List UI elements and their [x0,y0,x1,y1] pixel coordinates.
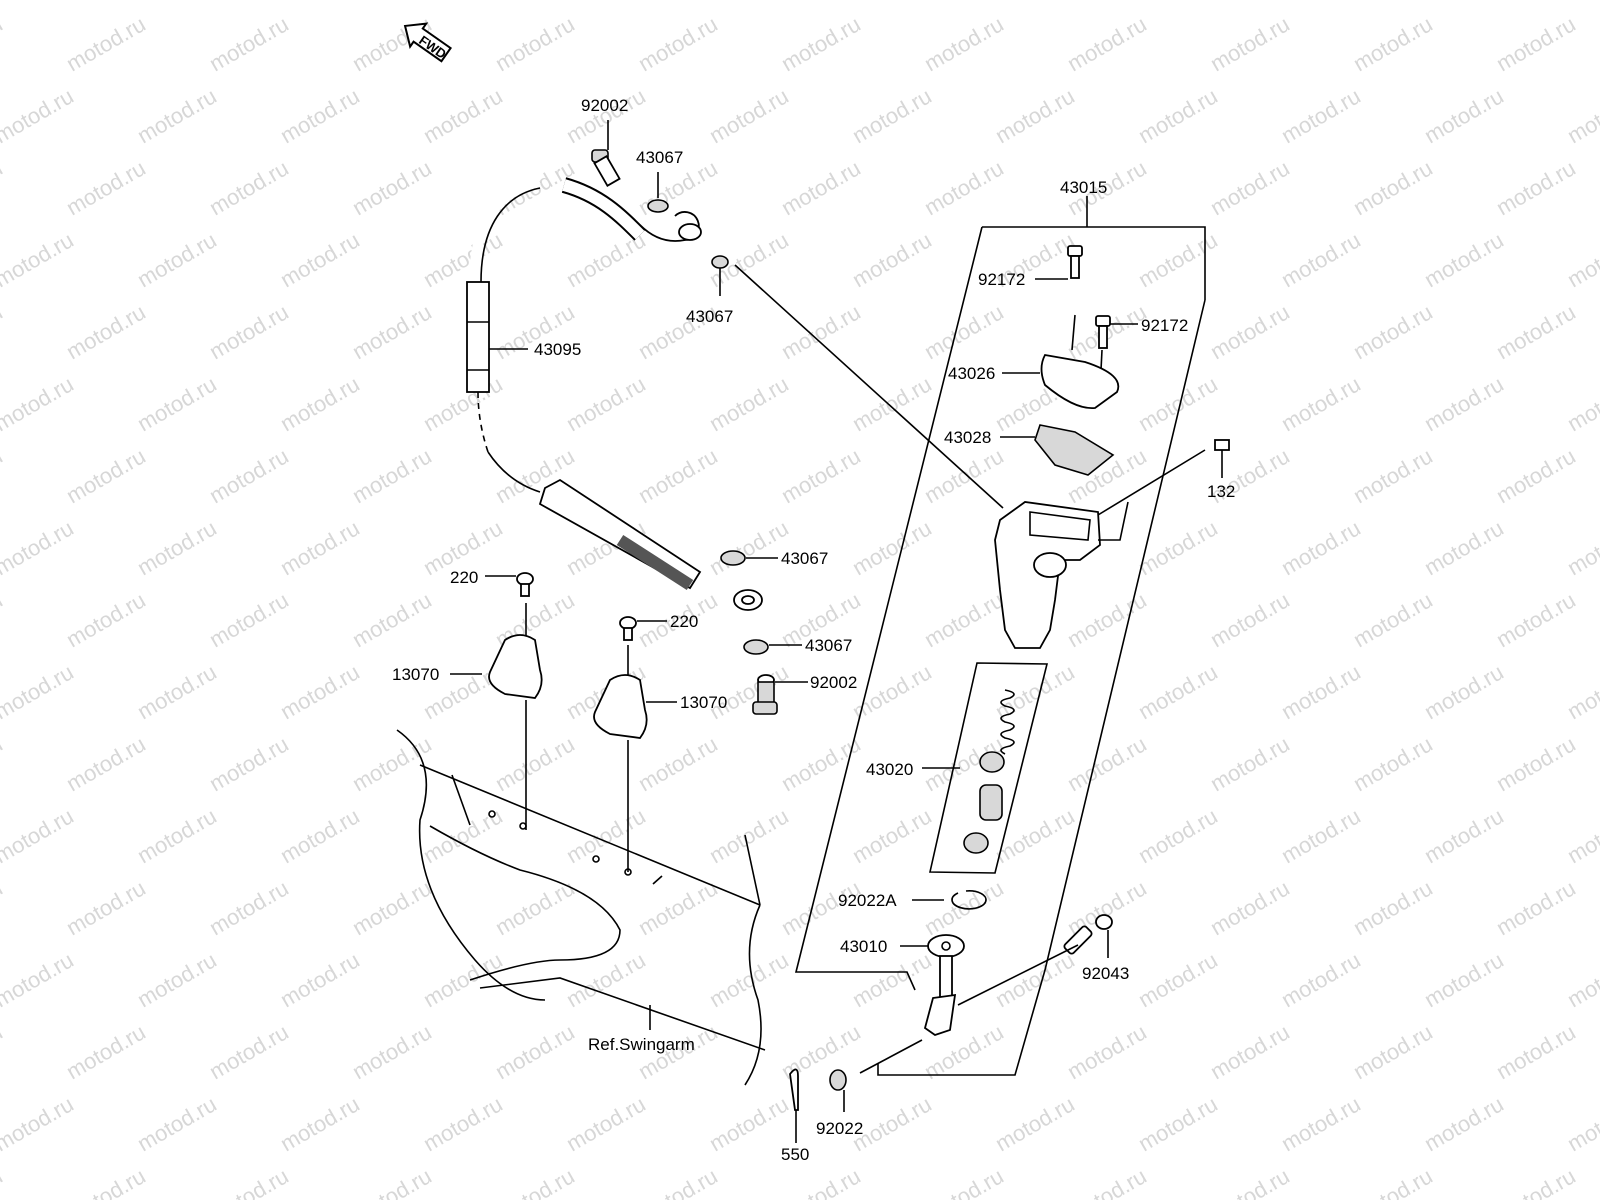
cotter-pin-550 [789,1068,799,1111]
screw-220-b [619,616,637,641]
clamp-13070-a [488,634,543,699]
callout-132: 132 [1207,482,1235,501]
washer-43067-top [647,199,669,213]
clamp-13070-b [593,674,648,739]
pin-92043 [1063,914,1113,955]
callout-92172-b: 92172 [1141,316,1188,335]
screw-220-a [516,572,534,597]
callout-220-a: 220 [450,568,478,587]
washer-43067-low2 [743,639,769,655]
assembly-bracket-43015 [794,196,1206,1076]
pushrod-43010 [923,934,965,1036]
callout-43067-low2: 43067 [805,636,852,655]
diaphragm-43028 [1034,424,1115,476]
bolt-92172-b [1095,315,1111,349]
circlip-92022A [951,890,987,910]
callout-43067-top: 43067 [636,148,683,167]
callout-43067-low1: 43067 [781,549,828,568]
callout-220-b: 220 [670,612,698,631]
callout-92002-low: 92002 [810,673,857,692]
callout-92022: 92022 [816,1119,863,1138]
reference-swingarm-label: Ref.Swingarm [588,1035,695,1054]
brake-hose-43095 [466,177,763,611]
callout-550: 550 [781,1145,809,1164]
callout-92172-a: 92172 [978,270,1025,289]
washer-43067-low1 [720,550,746,566]
master-cylinder-body [994,439,1230,649]
callout-43095: 43095 [534,340,581,359]
reservoir-cap-43026 [1040,354,1120,409]
washer-43067-mid [711,255,729,269]
callout-92022A: 92022A [838,891,897,910]
bolt-92172-a [1067,245,1083,279]
callout-43026: 43026 [948,364,995,383]
swingarm-reference [396,729,766,1086]
callout-43015: 43015 [1060,178,1107,197]
callout-92002-top: 92002 [581,96,628,115]
banjo-bolt-92002-top [591,120,621,187]
washer-92022 [829,1069,847,1091]
callout-43010: 43010 [840,937,887,956]
piston-kit-43020 [929,662,1049,874]
banjo-bolt-92002-low [752,674,778,715]
callout-43020: 43020 [866,760,913,779]
callout-13070-b: 13070 [680,693,727,712]
callout-13070-a: 13070 [392,665,439,684]
spring-icon [1000,689,1015,755]
callout-92043: 92043 [1082,964,1129,983]
callout-43067-mid: 43067 [686,307,733,326]
fwd-arrow-icon: FWD [403,22,453,63]
callout-43028: 43028 [944,428,991,447]
